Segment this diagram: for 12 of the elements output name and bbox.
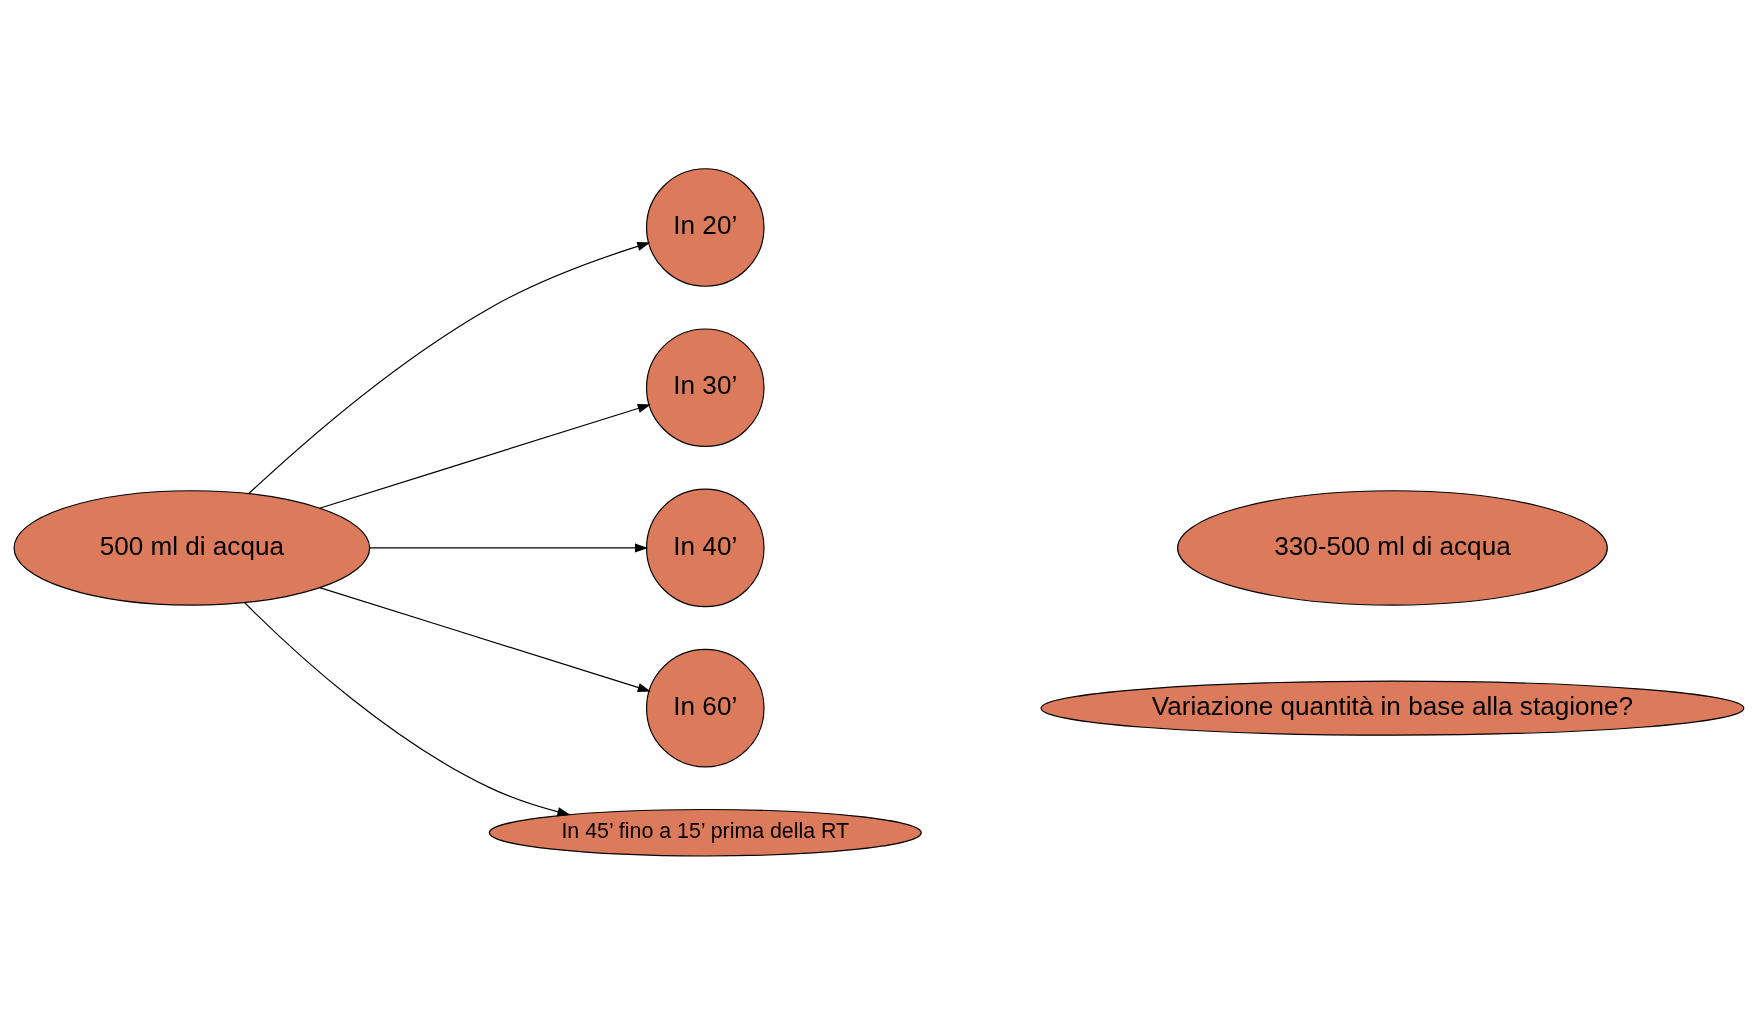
- arrow: [369, 542, 649, 552]
- node-ellipse: 500 ml di acqua: [13, 489, 371, 606]
- node-circle: In 60’: [645, 648, 765, 767]
- node-circle: In 40’: [645, 488, 765, 607]
- node-ellipse: Variazione quantità in base alla stagione?: [1040, 680, 1745, 736]
- arrow: [319, 403, 651, 509]
- node-ellipse: 330-500 ml di acqua: [1177, 489, 1608, 606]
- node-circle: In 20’: [645, 167, 765, 287]
- arrow: [248, 241, 651, 494]
- arrow: [319, 586, 651, 692]
- node-circle: In 30’: [645, 327, 765, 447]
- arrow: [243, 601, 571, 816]
